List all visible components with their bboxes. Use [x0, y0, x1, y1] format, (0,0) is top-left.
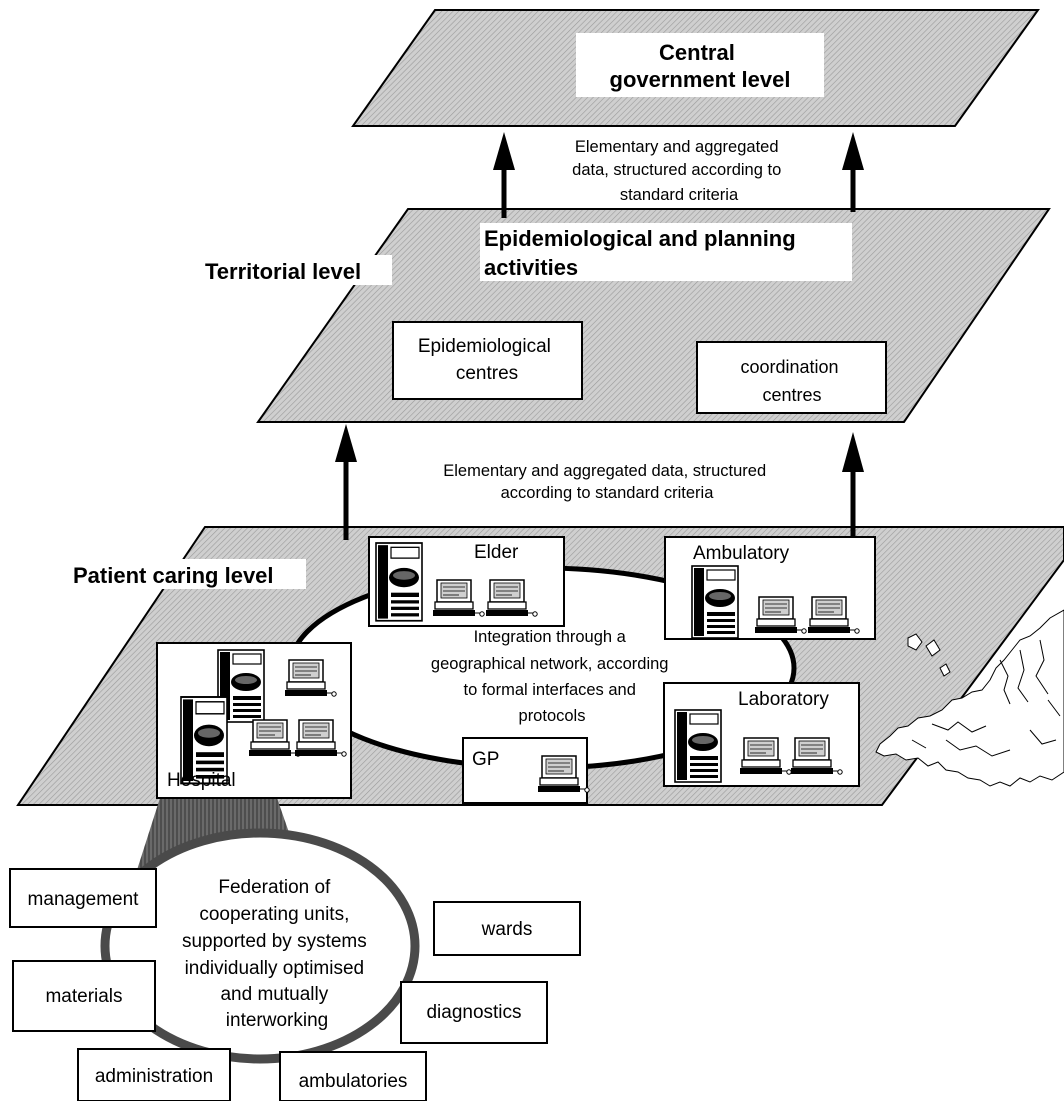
svg-text:Ambulatory: Ambulatory: [693, 543, 790, 564]
svg-text:materials: materials: [45, 986, 122, 1007]
svg-text:ambulatories: ambulatories: [299, 1071, 408, 1092]
hospital-unit: Hospital: [156, 642, 352, 799]
svg-text:management: management: [28, 889, 140, 910]
upper-flow-label: Elementary and aggregated data, structur…: [572, 138, 786, 204]
patient-level-label-box: [66, 559, 306, 589]
territorial-level-label: Territorial level: [205, 259, 361, 284]
gp-unit: GP: [462, 737, 590, 804]
lower-flow-label: Elementary and aggregated data, structur…: [443, 462, 770, 502]
coordination-centres-box: [696, 341, 887, 414]
management-box: management: [9, 868, 157, 928]
diagnostics-box: diagnostics: [400, 981, 548, 1044]
wards-box: wards: [433, 901, 581, 956]
arrow-up-icon: [842, 432, 864, 545]
central-level-title: Central government level: [610, 40, 791, 92]
svg-text:Hospital: Hospital: [167, 770, 236, 791]
laboratory-unit: Laboratory: [663, 682, 860, 787]
territorial-level-label-box: [200, 255, 392, 285]
epidemiological-centres-box: [392, 321, 583, 400]
patient-level-label: Patient caring level: [73, 563, 274, 588]
arrow-up-icon: [842, 132, 864, 212]
svg-text:Elder: Elder: [474, 542, 519, 563]
epidemiological-centres-label: Epidemiological centres: [418, 336, 556, 384]
server-icon: [691, 565, 739, 639]
administration-box: administration: [77, 1048, 231, 1101]
svg-text:diagnostics: diagnostics: [426, 1002, 521, 1023]
ambulatory-unit: Ambulatory: [664, 536, 876, 640]
elder-unit: Elder: [368, 536, 565, 627]
federation-ring: [100, 828, 420, 1064]
arrow-up-icon: [335, 424, 357, 540]
activities-label: Epidemiological and planning activities: [484, 226, 802, 280]
arrow-up-icon: [493, 132, 515, 218]
network-label: Integration through a geographical netwo…: [431, 628, 673, 725]
federation-label: Federation of cooperating units, support…: [182, 877, 372, 1031]
coordination-centres-label: coordination centres: [740, 357, 843, 405]
europe-map-icon: [875, 609, 1064, 787]
materials-box: materials: [12, 960, 156, 1032]
svg-text:administration: administration: [95, 1066, 213, 1087]
ambulatories-box: ambulatories: [279, 1051, 427, 1101]
server-icon: [674, 709, 722, 783]
activities-label-box: [480, 223, 852, 281]
server-icon: [375, 542, 423, 622]
svg-text:Laboratory: Laboratory: [738, 689, 829, 710]
central-level-label-box: [576, 33, 824, 97]
svg-text:wards: wards: [481, 919, 533, 940]
svg-text:GP: GP: [472, 749, 499, 770]
